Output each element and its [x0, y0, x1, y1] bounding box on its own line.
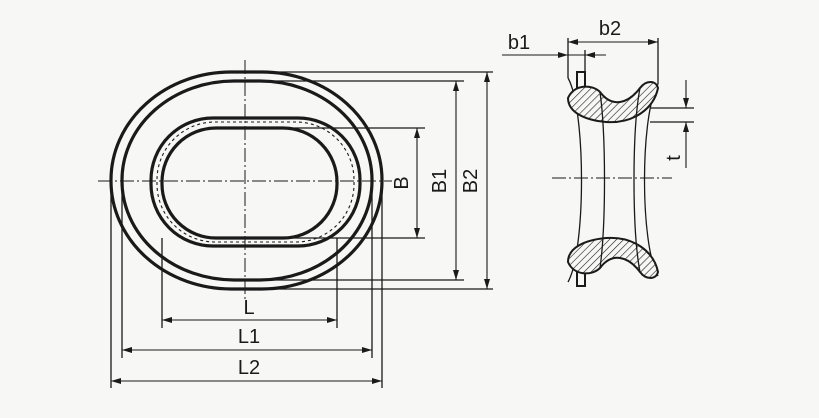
label-B1: B1: [429, 169, 451, 193]
dimension-L1: L1: [122, 326, 372, 353]
inner-opening: [160, 126, 339, 240]
dimension-B2: B2: [460, 72, 490, 289]
label-b2: b2: [599, 18, 621, 40]
inner-opening-hidden: [156, 121, 355, 243]
dimension-b2: b2: [568, 18, 658, 45]
bottom-section-hatched: [566, 236, 660, 279]
side-view: [552, 71, 672, 287]
dimension-b1: b1: [502, 32, 606, 58]
dimension-L2: L2: [111, 357, 382, 384]
front-view: [98, 60, 392, 300]
dimension-L: L: [162, 297, 337, 323]
label-t: t: [663, 155, 685, 161]
label-b1: b1: [508, 32, 530, 54]
label-B: B: [391, 176, 413, 189]
label-B2: B2: [460, 169, 482, 193]
dimension-B1: B1: [429, 81, 459, 280]
label-L2: L2: [238, 357, 260, 379]
top-section-hatched: [566, 81, 660, 124]
side-extension-lines: [567, 38, 694, 123]
dimension-B: B: [391, 128, 420, 238]
dimension-t: t: [663, 80, 689, 168]
inner-opening-outer: [149, 116, 362, 248]
label-L1: L1: [238, 326, 260, 348]
extension-lines: [110, 71, 493, 388]
label-L: L: [243, 297, 254, 319]
